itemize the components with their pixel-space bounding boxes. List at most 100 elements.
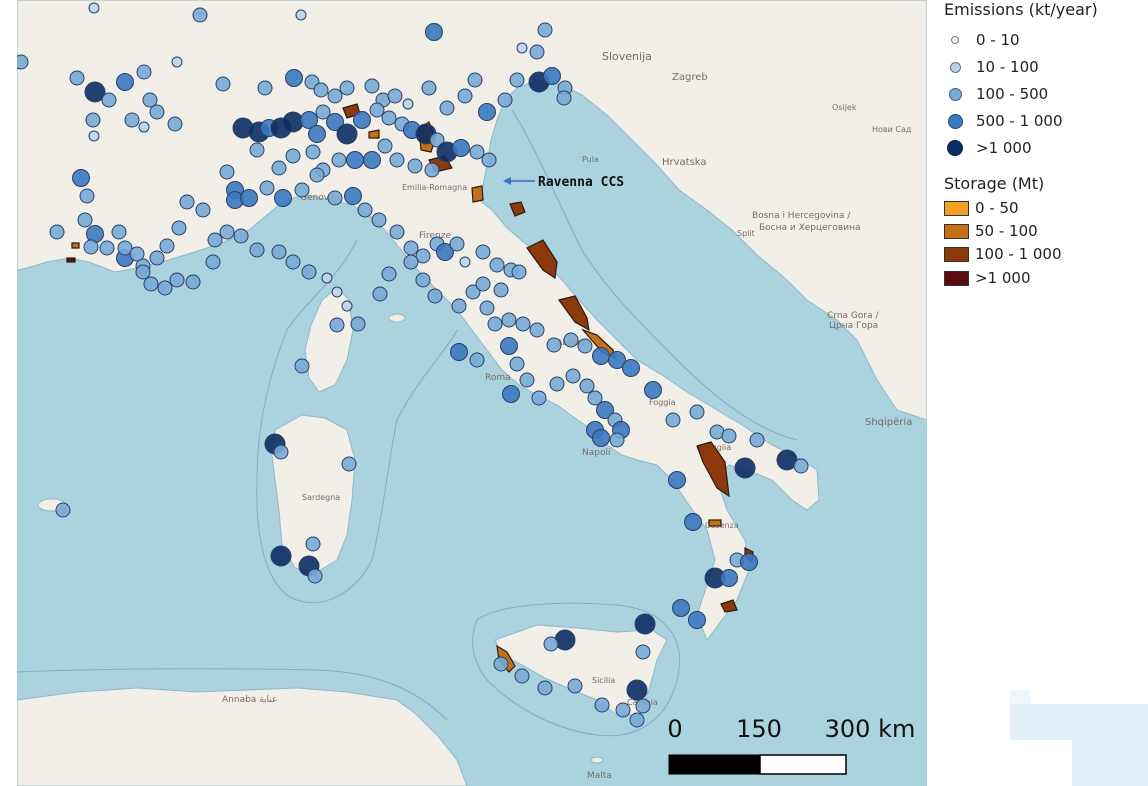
emission-point[interactable]: [331, 152, 347, 168]
emission-point[interactable]: [720, 569, 738, 587]
emission-point[interactable]: [149, 104, 165, 120]
emission-point[interactable]: [421, 80, 437, 96]
emission-point[interactable]: [475, 244, 491, 260]
emission-point[interactable]: [271, 244, 287, 260]
emission-point[interactable]: [635, 698, 651, 714]
emission-point[interactable]: [689, 404, 705, 420]
emission-point[interactable]: [467, 72, 483, 88]
emission-point[interactable]: [240, 189, 258, 207]
storage-site[interactable]: [557, 295, 590, 332]
emission-point[interactable]: [85, 112, 101, 128]
emission-point[interactable]: [72, 169, 90, 187]
emission-point[interactable]: [749, 432, 765, 448]
emission-point[interactable]: [195, 202, 211, 218]
emission-point[interactable]: [511, 264, 527, 280]
emission-point[interactable]: [111, 224, 127, 240]
emission-point[interactable]: [516, 42, 528, 54]
emission-point[interactable]: [402, 98, 414, 110]
emission-point[interactable]: [452, 139, 470, 157]
emission-point[interactable]: [529, 44, 545, 60]
emission-point[interactable]: [157, 280, 173, 296]
emission-point[interactable]: [529, 322, 545, 338]
storage-site[interactable]: [66, 257, 76, 263]
emission-point[interactable]: [387, 88, 403, 104]
emission-point[interactable]: [339, 80, 355, 96]
emission-point[interactable]: [457, 88, 473, 104]
emission-point[interactable]: [84, 81, 106, 103]
emission-point[interactable]: [594, 697, 610, 713]
emission-point[interactable]: [688, 611, 706, 629]
emission-point[interactable]: [537, 22, 553, 38]
emission-point[interactable]: [644, 381, 662, 399]
emission-point[interactable]: [117, 240, 133, 256]
emission-point[interactable]: [537, 680, 553, 696]
emission-point[interactable]: [305, 144, 321, 160]
storage-site[interactable]: [720, 599, 738, 613]
emission-point[interactable]: [377, 138, 393, 154]
emission-point[interactable]: [563, 332, 579, 348]
emission-point[interactable]: [305, 536, 321, 552]
ravenna-annotation[interactable]: Ravenna CCS: [503, 175, 624, 190]
emission-point[interactable]: [99, 240, 115, 256]
emission-point[interactable]: [734, 457, 756, 479]
emission-point[interactable]: [554, 629, 576, 651]
emission-point[interactable]: [403, 254, 419, 270]
emission-point[interactable]: [205, 254, 221, 270]
emission-point[interactable]: [634, 613, 656, 635]
emission-point[interactable]: [478, 103, 496, 121]
emission-point[interactable]: [135, 264, 151, 280]
emission-point[interactable]: [294, 182, 310, 198]
emission-point[interactable]: [424, 162, 440, 178]
emission-point[interactable]: [88, 130, 100, 142]
emission-point[interactable]: [233, 228, 249, 244]
emission-point[interactable]: [415, 272, 431, 288]
emission-point[interactable]: [501, 312, 517, 328]
emission-point[interactable]: [17, 54, 29, 70]
emission-point[interactable]: [515, 316, 531, 332]
emission-point[interactable]: [372, 286, 388, 302]
emission-point[interactable]: [171, 220, 187, 236]
emission-point[interactable]: [285, 254, 301, 270]
storage-site[interactable]: [526, 239, 558, 280]
emission-point[interactable]: [344, 187, 362, 205]
emission-point[interactable]: [336, 123, 358, 145]
storage-site[interactable]: [71, 242, 80, 249]
emission-point[interactable]: [509, 356, 525, 372]
emission-point[interactable]: [249, 142, 265, 158]
emission-point[interactable]: [546, 337, 562, 353]
emission-point[interactable]: [249, 242, 265, 258]
emission-point[interactable]: [502, 385, 520, 403]
emission-point[interactable]: [129, 246, 145, 262]
emission-point[interactable]: [543, 67, 561, 85]
emission-point[interactable]: [635, 644, 651, 660]
emission-point[interactable]: [143, 276, 159, 292]
emission-point[interactable]: [626, 679, 648, 701]
emission-point[interactable]: [307, 568, 323, 584]
emission-point[interactable]: [429, 132, 445, 148]
emission-point[interactable]: [493, 656, 509, 672]
emission-point[interactable]: [497, 92, 513, 108]
emission-point[interactable]: [556, 90, 572, 106]
storage-site[interactable]: [509, 201, 526, 217]
emission-point[interactable]: [192, 7, 208, 23]
emission-point[interactable]: [300, 111, 318, 129]
emission-point[interactable]: [215, 76, 231, 92]
emission-point[interactable]: [469, 144, 485, 160]
emission-point[interactable]: [88, 2, 100, 14]
emission-point[interactable]: [514, 668, 530, 684]
emission-point[interactable]: [315, 104, 331, 120]
emission-point[interactable]: [341, 300, 353, 312]
emission-point[interactable]: [308, 125, 326, 143]
emission-point[interactable]: [427, 288, 443, 304]
emission-point[interactable]: [381, 266, 397, 282]
emission-point[interactable]: [439, 100, 455, 116]
emission-point[interactable]: [450, 343, 468, 361]
emission-point[interactable]: [592, 347, 610, 365]
emission-point[interactable]: [69, 70, 85, 86]
emission-point[interactable]: [587, 390, 603, 406]
emission-point[interactable]: [469, 352, 485, 368]
emission-point[interactable]: [207, 232, 223, 248]
emission-point[interactable]: [49, 224, 65, 240]
emission-point[interactable]: [451, 298, 467, 314]
emission-point[interactable]: [487, 316, 503, 332]
